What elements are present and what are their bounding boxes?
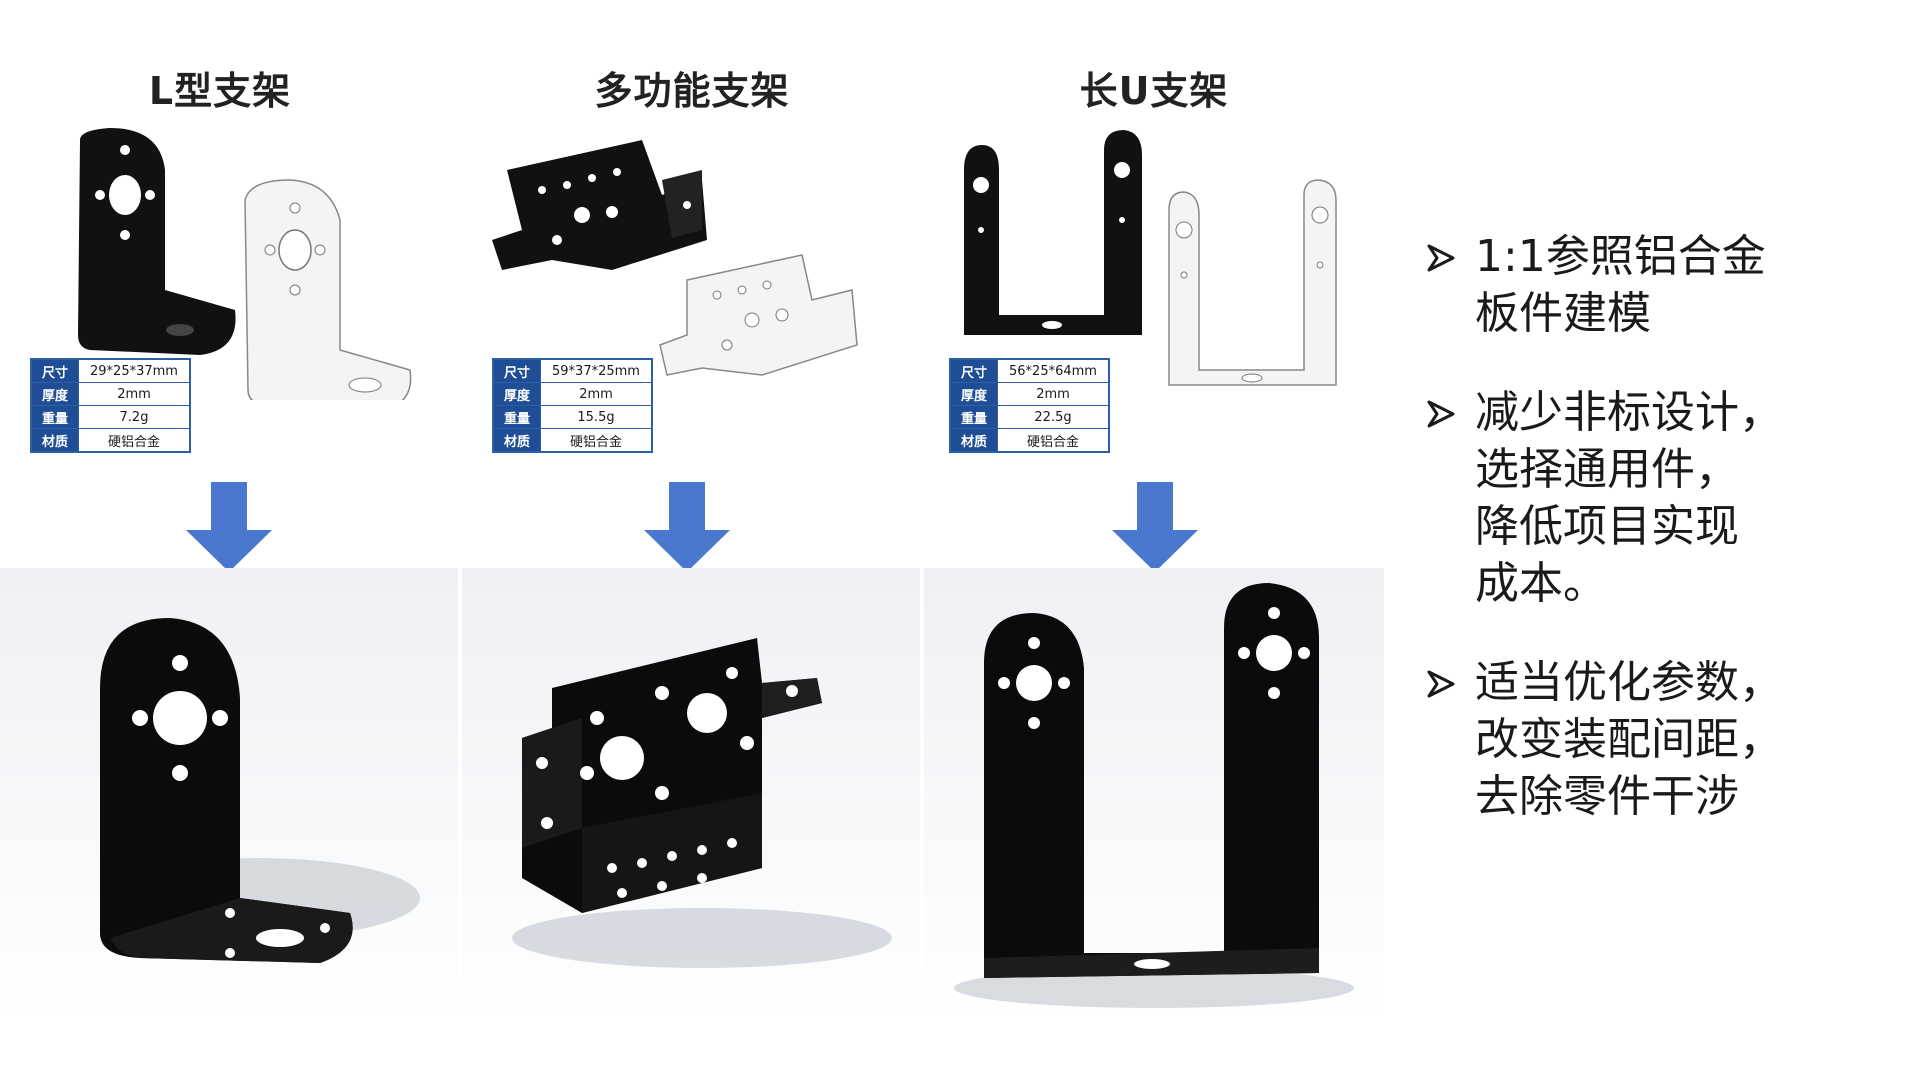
spec-value: 2mm [540,382,653,406]
spec-key: 重量 [949,405,998,429]
spec-row: 材质硬铝合金 [492,428,653,453]
bullet-line: 适当优化参数， [1475,657,1783,708]
bullet-item: 适当优化参数， 改变装配间距， 去除零件干涉 [1425,654,1905,825]
multifunction-bracket-3d-render [462,568,920,1018]
arrowhead-bullet-icon [1427,670,1455,698]
spec-value: 硬铝合金 [78,428,191,453]
column-title: L型支架 [148,69,292,113]
column-title: 多功能支架 [594,69,790,113]
spec-value: 15.5g [540,405,653,429]
arrowhead-bullet-icon [1427,400,1455,428]
spec-key: 尺寸 [492,358,541,383]
l-bracket-reference-image [78,128,412,400]
spec-value: 7.2g [78,405,191,429]
spec-key: 重量 [492,405,541,429]
multifunction-bracket-model [512,638,892,968]
bullet-line: 1:1参照铝合金 [1475,231,1766,282]
spec-value: 56*25*64mm [997,358,1110,383]
spec-key: 材质 [949,428,998,453]
long-u-bracket-reference-image [964,130,1337,386]
l-bracket-3d-render [0,568,458,1018]
down-arrow-icon [186,482,272,572]
bullet-line: 改变装配间距， [1475,714,1783,765]
bullet-line: 去除零件干涉 [1475,771,1739,822]
spec-value: 硬铝合金 [997,428,1110,453]
spec-value: 2mm [997,382,1110,406]
down-arrow-icon [1112,482,1198,572]
spec-value: 59*37*25mm [540,358,653,383]
l-bracket-model [100,618,420,963]
arrowhead-bullet-icon [1427,244,1455,272]
spec-value: 22.5g [997,405,1110,429]
spec-key: 厚度 [949,382,998,406]
spec-key: 尺寸 [30,358,79,383]
spec-key: 厚度 [30,382,79,406]
down-arrow-icon [644,482,730,572]
bullet-item: 减少非标设计， 选择通用件， 降低项目实现 成本。 [1425,384,1905,612]
bullet-line: 板件建模 [1475,288,1651,339]
spec-row: 材质硬铝合金 [949,428,1110,453]
spec-value: 29*25*37mm [78,358,191,383]
multifunction-bracket-reference-image [492,140,858,376]
spec-key: 尺寸 [949,358,998,383]
bullet-list: 1:1参照铝合金 板件建模 减少非标设计， 选择通用件， 降低项目实现 成本。 … [1425,228,1905,867]
column-title: 长U支架 [1079,69,1229,113]
long-u-bracket-3d-render [924,568,1384,1018]
spec-key: 材质 [492,428,541,453]
bullet-line: 减少非标设计， [1475,387,1783,438]
spec-value: 硬铝合金 [540,428,653,453]
spec-key: 材质 [30,428,79,453]
spec-value: 2mm [78,382,191,406]
bullet-line: 成本。 [1475,558,1607,609]
spec-key: 重量 [30,405,79,429]
bullet-item: 1:1参照铝合金 板件建模 [1425,228,1905,342]
spec-row: 材质硬铝合金 [30,428,191,453]
long-u-bracket-model [954,583,1354,1008]
spec-key: 厚度 [492,382,541,406]
bullet-line: 选择通用件， [1475,444,1739,495]
bullet-line: 降低项目实现 [1475,501,1739,552]
